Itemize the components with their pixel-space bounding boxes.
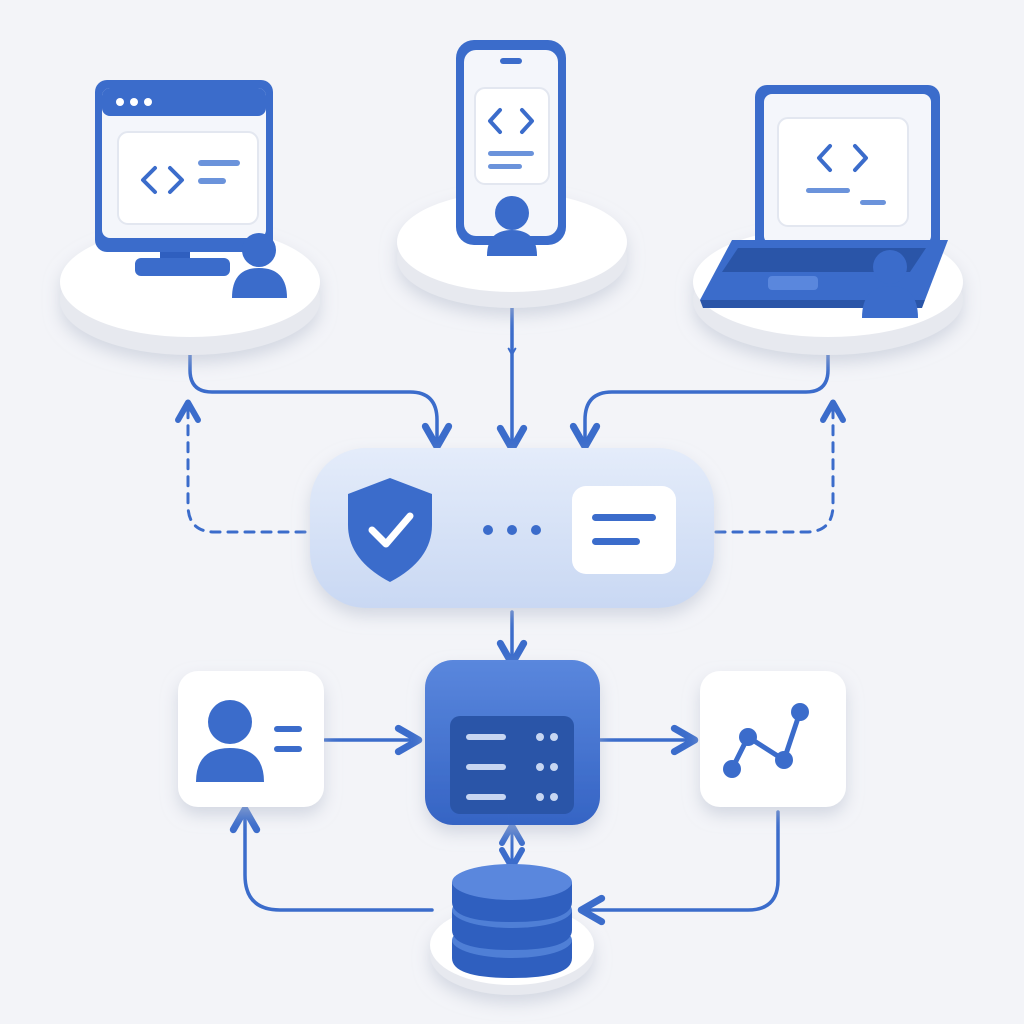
line-chart-icon [723,703,809,778]
desktop-monitor-icon [95,80,273,276]
message-lines-icon [572,486,676,574]
connections [175,296,846,926]
user-avatar-icon [487,196,537,256]
code-brackets-icon [817,144,868,172]
connector-analytics-to-database [577,810,780,926]
service-server [425,660,600,825]
mobile-phone-icon [456,40,566,245]
client-desktop [60,80,320,355]
code-brackets-icon [141,166,184,194]
shield-check-icon [348,478,432,582]
dashed-gateway-to-desktop [175,399,307,534]
client-mobile [397,40,627,308]
ellipsis-icon [483,525,541,535]
server-stack-icon [450,716,574,814]
user-avatar-icon [862,250,918,318]
laptop-icon [700,85,948,308]
connector-desktop-to-gateway [188,343,453,451]
code-brackets-icon [488,108,534,134]
gateway-hub [310,448,714,608]
user-avatar-icon [232,233,287,298]
service-analytics [700,671,846,807]
user-profile-icon [196,700,302,782]
storage-database [430,864,594,995]
database-icon [452,864,572,978]
service-user-profile [178,671,324,807]
client-laptop [693,85,963,355]
connector-database-to-profile [229,805,434,912]
connector-laptop-to-gateway [569,343,830,451]
dashed-gateway-to-laptop [714,399,846,534]
